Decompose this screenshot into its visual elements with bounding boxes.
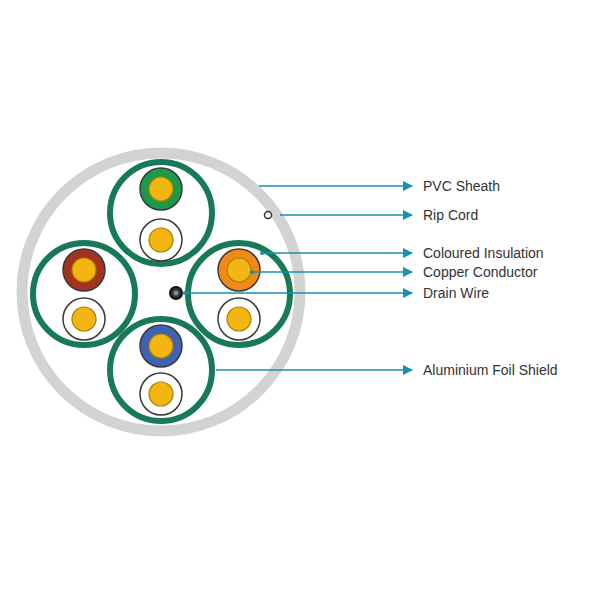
leader-lines — [185, 186, 412, 370]
part-label: Drain Wire — [423, 285, 489, 301]
insulations — [63, 168, 260, 415]
leader-dots — [183, 251, 264, 295]
pvc-sheath — [22, 153, 300, 431]
part-label: Aluminium Foil Shield — [423, 362, 558, 378]
part-label: Coloured Insulation — [423, 245, 544, 261]
drain-wire — [170, 287, 182, 299]
drain-wire-core — [174, 291, 179, 296]
copper-conductors — [72, 177, 251, 406]
foil-shields — [33, 162, 290, 421]
part-label: Rip Cord — [423, 207, 478, 223]
part-label: Copper Conductor — [423, 264, 537, 280]
rip-cord — [265, 212, 272, 219]
part-label: PVC Sheath — [423, 178, 500, 194]
